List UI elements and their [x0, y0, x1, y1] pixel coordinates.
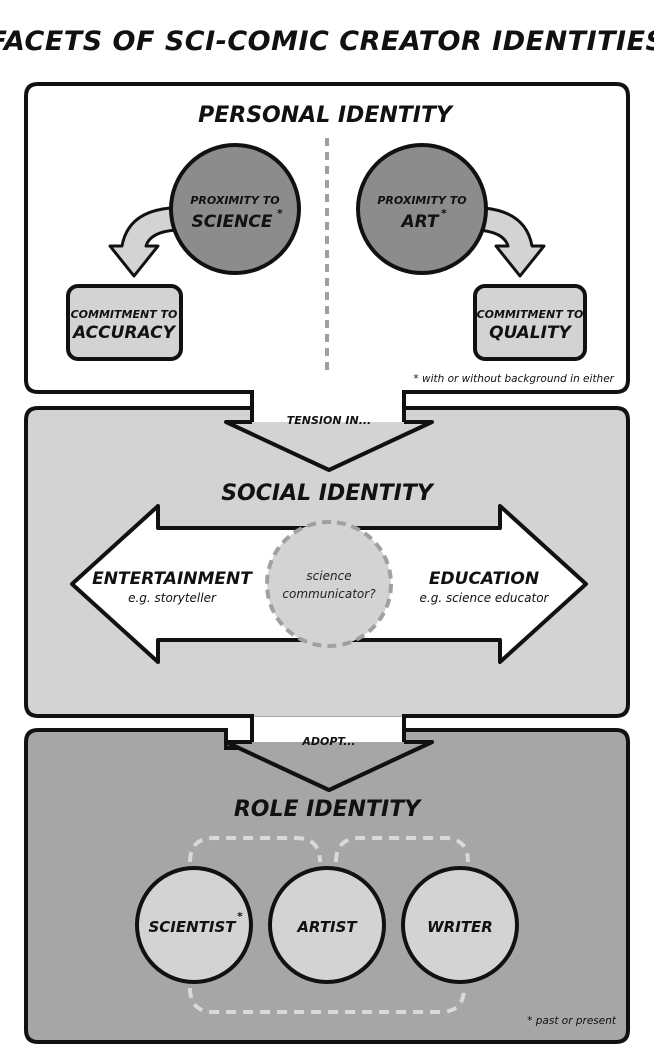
art-asterisk: *	[441, 207, 447, 220]
adopt-arrow-head	[224, 740, 434, 792]
adopt-label: ADOPT...	[301, 735, 355, 748]
science-asterisk: *	[277, 207, 283, 220]
education-example: e.g. science educator	[420, 591, 550, 605]
scientist-label: SCIENTIST	[148, 918, 237, 936]
entertainment-label: ENTERTAINMENT	[92, 569, 253, 589]
writer-circle	[401, 866, 519, 984]
page-title: FACETS OF SCI-COMIC CREATOR IDENTITIES	[0, 26, 654, 57]
tension-walls	[250, 392, 406, 422]
science-main-label: SCIENCE	[192, 212, 273, 232]
artist-label: ARTIST	[296, 918, 358, 936]
entertainment-example: e.g. storyteller	[128, 591, 217, 605]
accuracy-top-label: COMMITMENT TO	[71, 308, 178, 321]
quality-box	[473, 284, 587, 361]
scientist-asterisk: *	[237, 910, 243, 923]
science-communicator-line1: science	[306, 569, 351, 583]
role-identity-panel: ROLE IDENTITY SCIENTIST * ARTIST WRITER …	[24, 728, 630, 1044]
quality-top-label: COMMITMENT TO	[477, 308, 584, 321]
writer-label: WRITER	[427, 918, 493, 936]
adopt-connector: ADOPT...	[224, 716, 434, 792]
science-to-accuracy-arrow	[108, 206, 178, 278]
quality-main-label: QUALITY	[489, 323, 572, 343]
personal-heading: PERSONAL IDENTITY	[198, 103, 454, 128]
adopt-arrow-head-fill	[226, 742, 432, 790]
tension-gap-fill	[254, 388, 402, 422]
accuracy-box	[66, 284, 183, 361]
science-communicator-line2: communicator?	[282, 587, 376, 601]
social-identity-panel: SOCIAL IDENTITY science communicator? EN…	[24, 406, 630, 732]
artist-circle	[268, 866, 386, 984]
science-top-label: PROXIMITY TO	[190, 194, 279, 207]
scientist-circle	[135, 866, 253, 984]
art-main-label: ART	[399, 212, 439, 232]
tension-arrow-head-fill	[226, 422, 432, 470]
art-to-quality-arrow	[476, 206, 546, 278]
art-top-label: PROXIMITY TO	[377, 194, 466, 207]
tension-arrow-head	[224, 420, 434, 472]
personal-identity-panel: PERSONAL IDENTITY PROXIMITY TO SCIENCE *…	[24, 82, 630, 394]
role-heading: ROLE IDENTITY	[234, 797, 422, 822]
scientist-writer-link	[188, 987, 466, 1014]
adopt-walls	[250, 716, 406, 742]
science-circle	[169, 143, 301, 275]
personal-footnote: * with or without background in either	[413, 373, 614, 385]
social-heading: SOCIAL IDENTITY	[221, 481, 435, 506]
role-footnote: * past or present	[527, 1015, 617, 1027]
science-communicator-circle	[265, 520, 393, 648]
education-label: EDUCATION	[429, 569, 539, 589]
tension-label: TENSION IN...	[287, 414, 371, 427]
tension-connector: TENSION IN...	[224, 388, 434, 472]
adopt-gap-fill	[254, 717, 402, 744]
accuracy-main-label: ACCURACY	[71, 323, 177, 343]
art-circle	[356, 143, 488, 275]
